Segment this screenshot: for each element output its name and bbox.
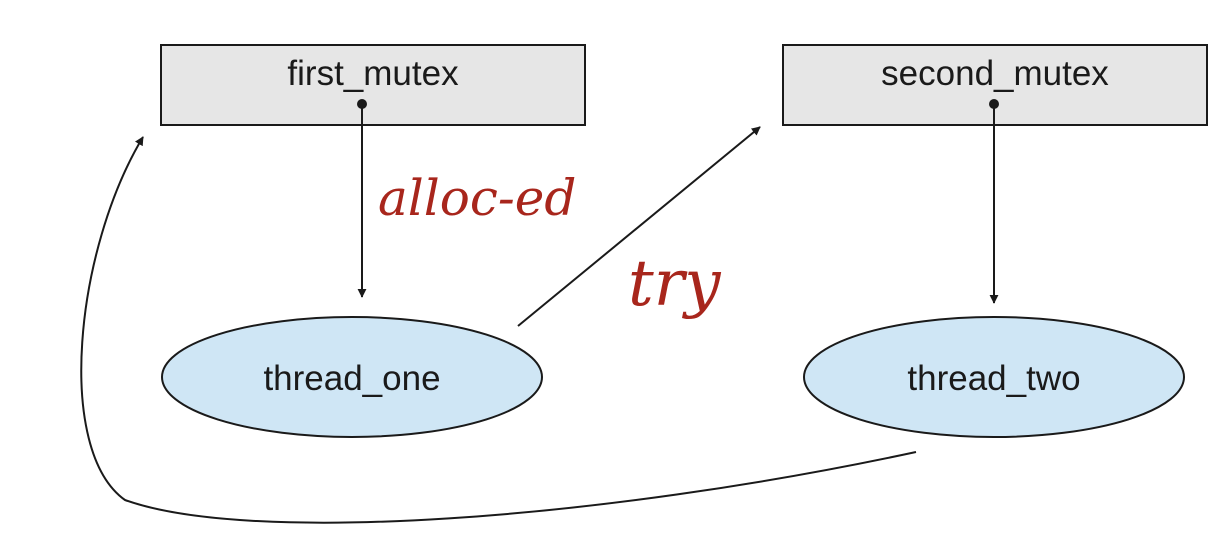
thread-one-node: thread_one — [161, 316, 543, 438]
thread-two-label: thread_two — [907, 359, 1080, 398]
edge-thread-one-to-second-mutex — [517, 126, 761, 327]
thread-two-node: thread_two — [803, 316, 1185, 438]
annotation-try: try — [628, 247, 721, 321]
thread-one-label: thread_one — [263, 359, 440, 398]
annotation-alloced: alloc-ed — [378, 169, 576, 227]
first-mutex-label: first_mutex — [287, 54, 459, 93]
second-mutex-label: second_mutex — [881, 54, 1109, 93]
first-mutex-node: first_mutex — [160, 44, 586, 126]
edge-thread-two-to-first-mutex — [80, 136, 917, 524]
